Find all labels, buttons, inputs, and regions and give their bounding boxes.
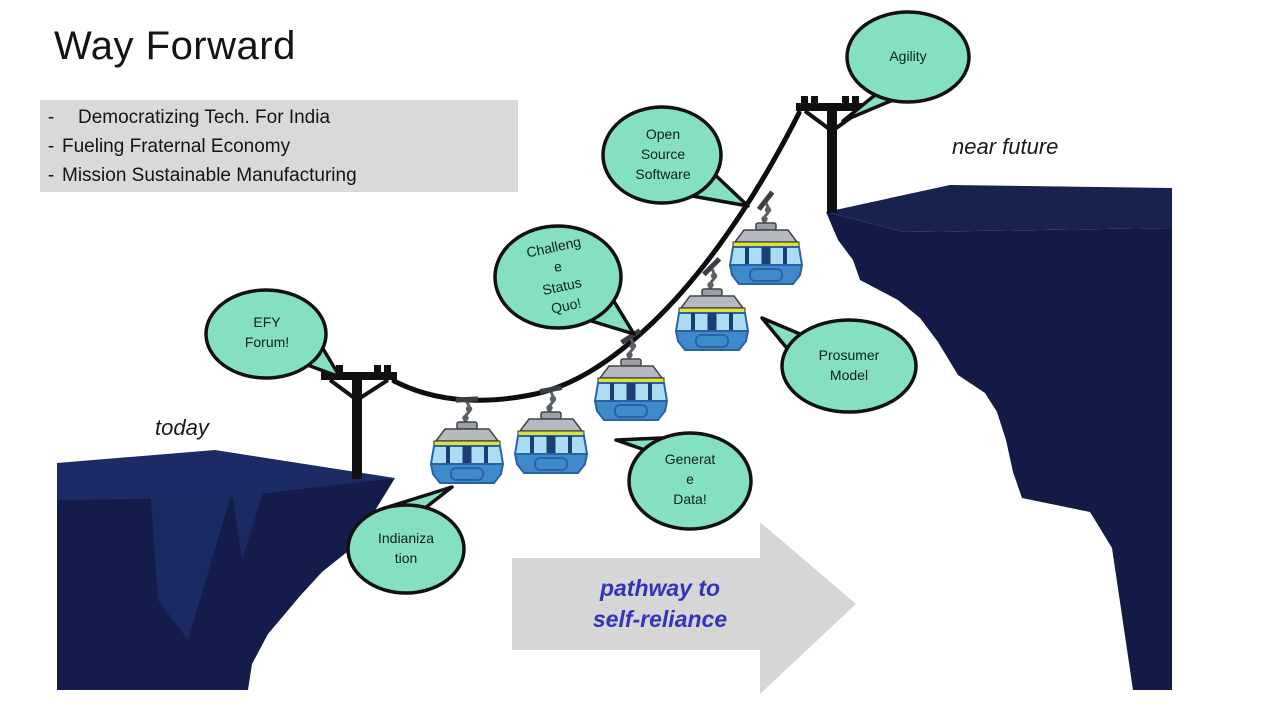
- key-points-panel: - Democratizing Tech. For India - Fuelin…: [40, 100, 518, 192]
- speech-bubble-prosumer-model: [760, 316, 918, 414]
- bubble-label-open-source-software: Open Source Software: [635, 126, 691, 182]
- bullet-marker: -: [47, 107, 55, 128]
- label-near-future: near future: [952, 134, 1059, 159]
- cable-car-2: [513, 390, 589, 475]
- bubble-label-prosumer-model: Prosumer Model: [818, 347, 880, 383]
- label-today: today: [155, 415, 209, 440]
- speech-bubble-challenge-status-quo: [493, 224, 636, 336]
- cable-clamps: [455, 190, 775, 403]
- bullet-item: - Fueling Fraternal Economy: [40, 132, 518, 161]
- bullet-item: - Mission Sustainable Manufacturing: [40, 161, 518, 190]
- bubble-label-efy-forum: EFY Forum!: [244, 314, 290, 350]
- bullet-marker: -: [47, 136, 55, 157]
- bubble-label-generate-data: Generat e Data!: [664, 451, 716, 507]
- speech-bubble-open-source-software: [601, 105, 750, 208]
- bullet-text: Fueling Fraternal Economy: [62, 136, 291, 157]
- pathway-arrow: [512, 522, 856, 694]
- bubble-label-agility: Agility: [889, 48, 927, 65]
- speech-bubble-indianization: [346, 485, 466, 595]
- pole-today: [321, 365, 397, 479]
- speech-bubble-generate-data: [614, 431, 753, 531]
- cable-car-3: [593, 337, 669, 422]
- bullet-text: Mission Sustainable Manufacturing: [62, 165, 357, 186]
- page-title: Way Forward: [54, 24, 296, 68]
- speech-bubble-agility: [841, 10, 971, 123]
- bubble-label-indianization: Indianiza tion: [377, 530, 435, 566]
- bullet-item: - Democratizing Tech. For India: [40, 103, 518, 132]
- cliff-today: [57, 450, 395, 690]
- cliff-near-future: [826, 185, 1172, 690]
- bullet-text: Democratizing Tech. For India: [78, 107, 331, 128]
- cable-car-1: [429, 400, 505, 485]
- speech-bubble-efy-forum: [204, 288, 342, 380]
- pathway-arrow-label: pathway to self-reliance: [592, 575, 728, 632]
- bullet-marker: -: [47, 165, 55, 186]
